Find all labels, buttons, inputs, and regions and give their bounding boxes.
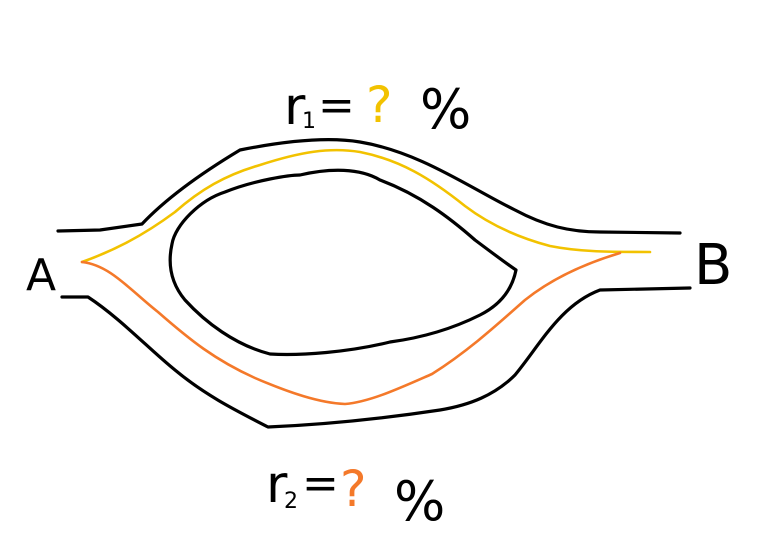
route-2-path (80, 251, 622, 406)
route-2-label: r 2 = ? % (266, 455, 445, 533)
route-1-unit: % (420, 78, 471, 141)
route-1-label: r 1 = ? % (284, 76, 471, 141)
road-inner-island (168, 168, 518, 357)
route-2-equals: = (302, 458, 339, 509)
route-2-subscript: 2 (284, 489, 298, 514)
route-1-symbol: r (284, 77, 306, 137)
route-1-path (80, 148, 652, 264)
node-b-label: B (694, 233, 732, 298)
route-1-value: ? (366, 76, 393, 134)
route-1-subscript: 1 (302, 109, 316, 134)
route-2-unit: % (394, 470, 445, 533)
route-2-value: ? (340, 460, 367, 518)
route-2-symbol: r (266, 455, 288, 515)
road-outer-bottom-edge (60, 286, 692, 429)
road-outer-top-edge (56, 138, 682, 235)
node-a-label: A (26, 250, 56, 301)
route-1-equals: = (318, 80, 355, 131)
